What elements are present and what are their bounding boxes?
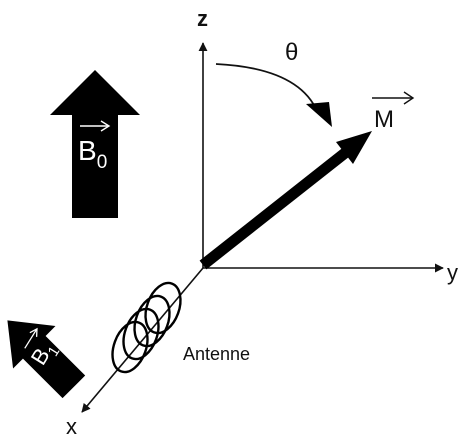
magnetization-overarrow-icon (372, 91, 415, 105)
b0-overarrow-icon (80, 120, 111, 132)
y-axis-label: y (447, 260, 458, 285)
b0-label: B (78, 135, 97, 166)
antenna-coil (111, 281, 182, 374)
b0-subscript: 0 (97, 152, 108, 173)
b0-label-text: B0 (78, 135, 107, 173)
b1-field-arrow (7, 320, 86, 399)
z-axis-label: z (197, 6, 208, 31)
magnetization-label: M (374, 106, 394, 133)
x-axis (81, 267, 204, 413)
theta-label: θ (285, 39, 298, 66)
magnetization-vector (199, 131, 372, 270)
x-axis-label: x (66, 414, 77, 435)
antenna-label: Antenne (183, 344, 250, 364)
coordinate-axes (81, 42, 444, 413)
b0-field-arrow (50, 70, 140, 218)
theta-arc (215, 63, 332, 127)
